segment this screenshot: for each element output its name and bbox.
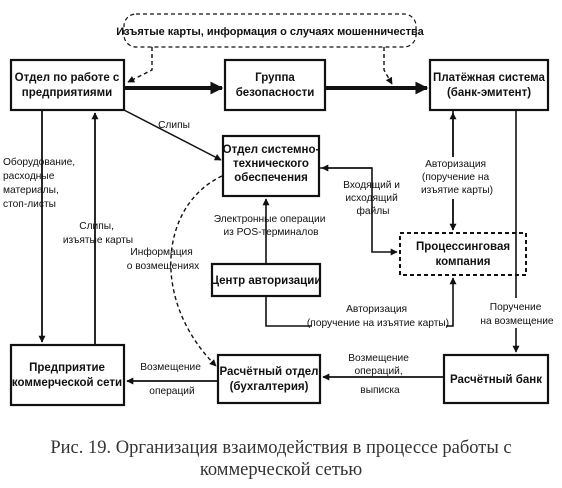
banner-box [123,13,417,48]
box-plat-sistema: Платёжная система(банк-эмитент) [428,58,550,112]
dashed-arrow-info-vozm [170,175,223,367]
label-oborud: Оборудование, расходные материалы, стоп-… [3,156,78,210]
label-avt-bottom: Авторизация (поручение на изъятие карты) [307,304,449,329]
figure-caption-line1: Рис. 19. Организация взаимодействия в пр… [50,438,512,458]
label-elektr-oper: Электронные операции из POS-терминалов [214,214,328,238]
label-slipy-kart: Слипы, изъятые карты [63,221,133,246]
svg-text:Центр авторизации: Центр авторизации [211,275,322,287]
svg-text:Расчётный отдел(бухгалтерия): Расчётный отдел(бухгалтерия) [220,366,319,393]
box-rasch-otdel: Расчётный отдел(бухгалтерия) [216,353,322,405]
label-poruch-vozm: Поручение на возмещение [480,302,554,327]
label-info-vozm: Информация о возмещениях [127,246,200,272]
dashed-arrow-banner-left [127,47,153,83]
label-vozm-oper: Возмещение операций [140,362,203,397]
label-vozm-vypis: Возмещение операций, выписка [348,353,411,396]
box-rasch-bank: Расчётный банк [442,353,550,405]
banner-text: Изъятые карты, информация о случаях моше… [116,26,424,38]
label-vhod-ish: Входящий и исходящий файлы [343,180,403,217]
dashed-arrow-banner-right [383,47,393,85]
svg-text:Расчётный банк: Расчётный банк [450,374,542,386]
box-centr-avt: Центр авторизации [211,262,322,298]
label-avt-poruch: Авторизация (поручение на изъятие карты) [421,159,493,196]
arrow-slipy-to-otdel-sist [123,109,222,161]
svg-text:Платёжная система(банк-эмитент: Платёжная система(банк-эмитент) [433,72,545,99]
figure-caption-line2: коммерческой сетью [199,460,363,480]
label-slipy: Слипы [158,120,190,131]
